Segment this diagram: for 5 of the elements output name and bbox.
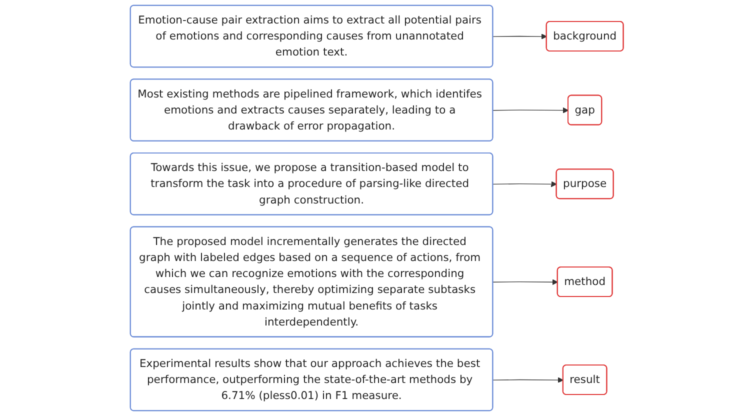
arrow — [492, 181, 557, 188]
arrow — [492, 279, 558, 286]
arrow — [492, 34, 547, 40]
arrow — [492, 107, 568, 114]
arrow — [492, 377, 564, 383]
